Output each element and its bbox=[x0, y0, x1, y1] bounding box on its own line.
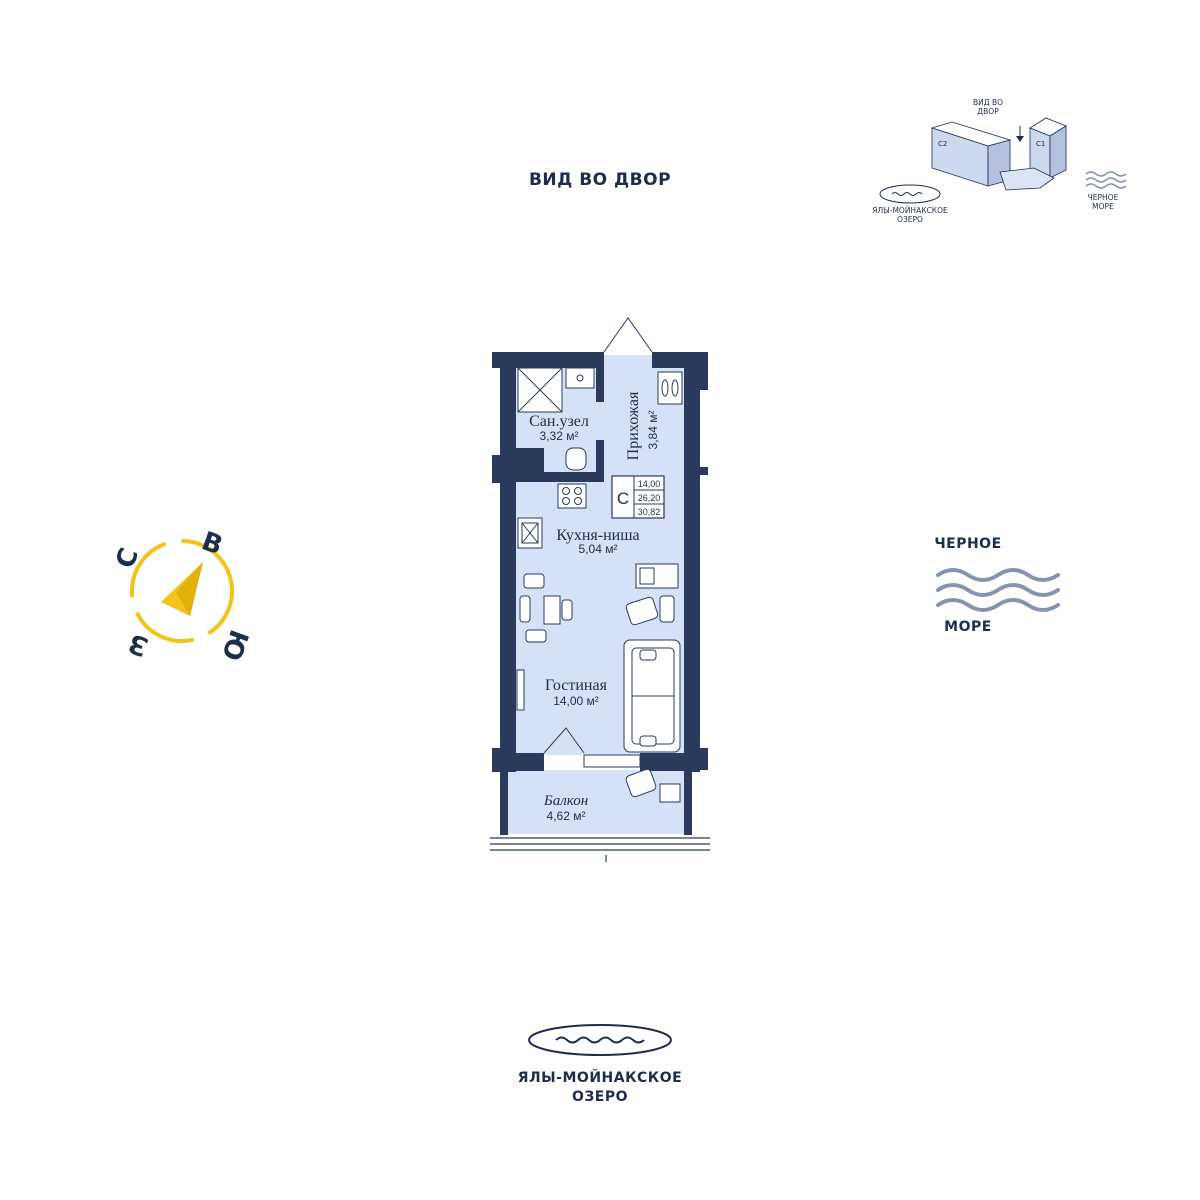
compass-north: С bbox=[110, 544, 145, 572]
sofa bbox=[623, 639, 681, 753]
apartment-plan: С 14,00 26,20 30,82 bbox=[490, 317, 710, 862]
sink bbox=[565, 367, 595, 389]
kitchen-fixtures bbox=[517, 483, 587, 549]
yard-view-label: ВИД ВО ДВОР bbox=[528, 170, 672, 190]
mini-lake-label-line1: ЯЛЫ-МОЙНАКСКОЕ bbox=[872, 206, 948, 215]
mini-sea-label-line2: МОРЕ bbox=[1092, 202, 1114, 211]
living-radiator bbox=[516, 669, 525, 711]
lake-label-line2: ОЗЕРО bbox=[571, 1089, 629, 1105]
toilet bbox=[565, 447, 587, 471]
room-living-area: 14,00 м² bbox=[553, 694, 599, 708]
balcony-window bbox=[583, 754, 641, 768]
compass-east: В bbox=[198, 526, 227, 561]
lake-icon bbox=[528, 1024, 672, 1056]
room-bathroom-name: Сан.узел bbox=[529, 413, 589, 430]
room-bathroom-area: 3,32 м² bbox=[540, 429, 579, 443]
mini-yard-label-line2: ДВОР bbox=[977, 107, 999, 116]
compass-south: Ю bbox=[215, 626, 254, 665]
cooktop bbox=[557, 483, 587, 509]
mini-yard-label-line1: ВИД ВО bbox=[972, 98, 1004, 107]
room-balcony-area: 4,62 м² bbox=[547, 809, 586, 823]
balcony-door bbox=[543, 727, 585, 754]
apartment-type-badge: С 14,00 26,20 30,82 bbox=[611, 475, 665, 519]
apartment-area-living: 14,00 bbox=[638, 479, 661, 489]
compass-west: З bbox=[125, 627, 153, 662]
hall-wardrobe bbox=[657, 371, 683, 405]
mini-lake-icon bbox=[879, 184, 941, 204]
mini-building-c1-label: C1 bbox=[1036, 140, 1045, 148]
room-balcony-name: Балкон bbox=[543, 793, 588, 809]
mini-building-c1 bbox=[1029, 117, 1067, 179]
entry-door bbox=[603, 317, 653, 353]
apartment-area-with-balcony: 30,82 bbox=[638, 507, 661, 517]
mini-site-map: C2 C1 bbox=[879, 117, 1127, 204]
desk-set bbox=[625, 563, 679, 626]
mini-lake-label-line2: ОЗЕРО bbox=[897, 215, 923, 224]
sea-waves-icon bbox=[936, 568, 1060, 612]
apartment-type-letter: С bbox=[617, 489, 629, 508]
dining-set bbox=[519, 573, 573, 643]
sea-label-bottom: МОРЕ bbox=[944, 619, 992, 635]
balcony-railing bbox=[490, 837, 710, 862]
room-hall-name: Прихожая bbox=[625, 391, 642, 460]
lake-label-line1: ЯЛЫ-МОЙНАКСКОЕ bbox=[517, 1070, 683, 1086]
balcony-floor bbox=[508, 770, 686, 834]
room-kitchen-area: 5,04 м² bbox=[579, 542, 618, 556]
mini-sea-icon bbox=[1085, 171, 1127, 189]
room-living-name: Гостиная bbox=[545, 677, 608, 694]
bathroom-fixtures bbox=[517, 367, 595, 471]
mini-building-c2 bbox=[930, 121, 1012, 187]
compass-rose: С В Ю З bbox=[110, 526, 253, 664]
room-hall-area: 3,84 м² bbox=[646, 411, 660, 450]
mini-building-c2-label: C2 bbox=[938, 140, 947, 148]
walls bbox=[492, 352, 708, 835]
sea-label-top: ЧЕРНОЕ bbox=[934, 536, 1002, 552]
room-kitchen-name: Кухня-ниша bbox=[556, 527, 639, 544]
mini-sea-label-line1: ЧЕРНОЕ bbox=[1087, 193, 1119, 202]
mini-courtyard bbox=[999, 167, 1055, 191]
apartment-area-total: 26,20 bbox=[638, 493, 661, 503]
balcony-furniture bbox=[625, 768, 681, 803]
